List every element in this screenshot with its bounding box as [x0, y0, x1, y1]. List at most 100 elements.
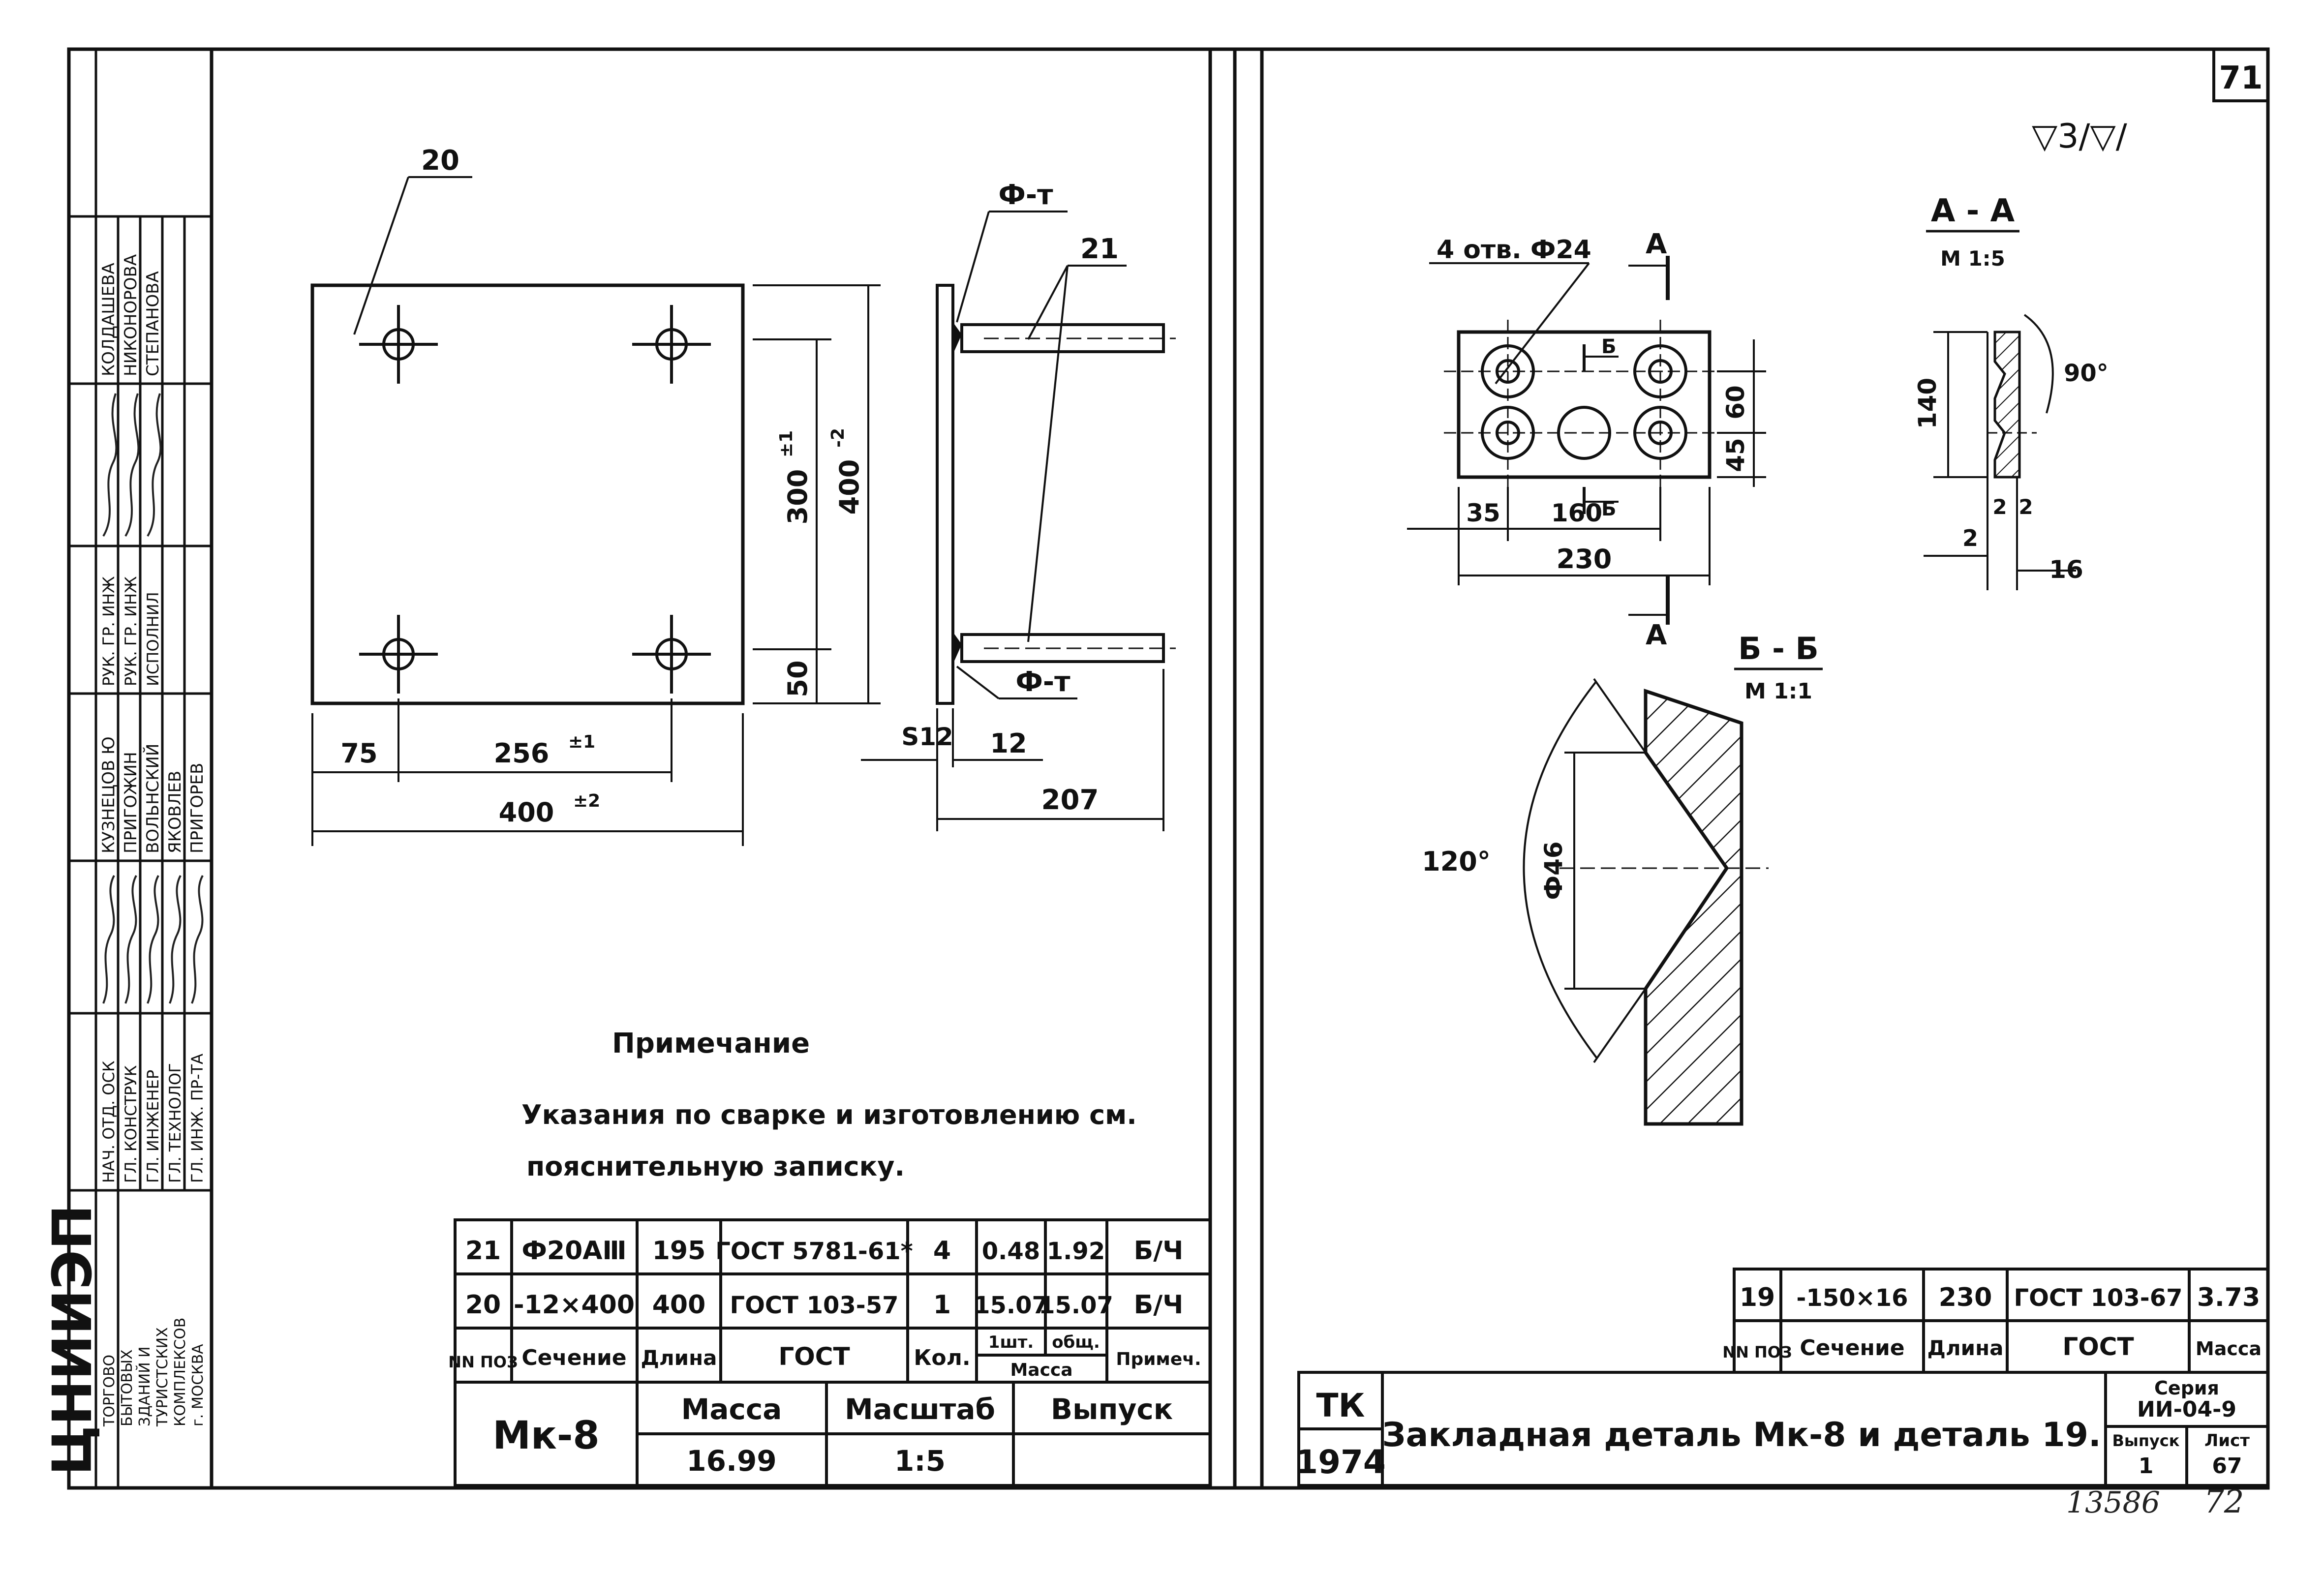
- svg-text:NN ПОЗ: NN ПОЗ: [1722, 1343, 1792, 1362]
- pos-20-label: 20: [421, 145, 459, 177]
- sheet-number: 71: [2219, 60, 2263, 96]
- note-line-1: Указания по сварке и изготовлению см.: [521, 1099, 1137, 1130]
- footer-page: 72: [2204, 1484, 2244, 1520]
- svg-text:19: 19: [1740, 1283, 1775, 1312]
- svg-text:-150×16: -150×16: [1796, 1284, 1908, 1312]
- org-line-1: ТОРГОВО: [101, 1355, 118, 1427]
- dim-207: 207: [1041, 784, 1099, 816]
- spec-table-left: [454, 1218, 1212, 1487]
- dim-160: 160: [1551, 499, 1602, 527]
- detail-19-plan: [1429, 256, 1724, 625]
- tb-year: 1974: [1295, 1443, 1386, 1481]
- svg-text:ГОСТ 103-67: ГОСТ 103-67: [2014, 1284, 2183, 1312]
- name-1: КУЗНЕЦОВ Ю: [99, 736, 119, 853]
- dim-400-h: 400: [834, 459, 865, 515]
- weld-label-top: Ф-т: [998, 179, 1053, 211]
- dim-35: 35: [1466, 499, 1500, 527]
- svg-text:195: 195: [652, 1236, 706, 1266]
- svg-text:Длина: Длина: [641, 1346, 717, 1370]
- svg-text:20: 20: [465, 1290, 501, 1320]
- name-3: ВОЛЬНСКИЙ: [143, 744, 163, 853]
- role-6: РУК. ГР. ИНЖ: [99, 576, 118, 686]
- bb-scale: М 1:1: [1744, 679, 1812, 704]
- note-line-2: пояснительную записку.: [526, 1151, 905, 1182]
- svg-text:общ.: общ.: [1052, 1332, 1100, 1352]
- role-7: РУК. ГР. ИНЖ: [122, 576, 140, 686]
- mass-value: 16.99: [686, 1444, 776, 1478]
- tb-issue-value: 1: [2139, 1453, 2154, 1479]
- dim-400-w: 400: [499, 797, 554, 828]
- tb-series-value: ИИ-04-9: [2137, 1397, 2236, 1422]
- signatures: [102, 393, 204, 1004]
- aa-title: А - А: [1931, 193, 2015, 229]
- svg-text:1.92: 1.92: [1047, 1238, 1105, 1265]
- svg-text:Масса: Масса: [1010, 1360, 1072, 1380]
- role-4: ГЛ. ТЕХНОЛОГ: [166, 1063, 184, 1183]
- name-8: СТЕПАНОВА: [143, 271, 163, 376]
- stud-symbol: [359, 305, 711, 694]
- footer-code: 13586: [2066, 1485, 2160, 1520]
- issue-label: Выпуск: [1051, 1392, 1173, 1426]
- svg-text:0.48: 0.48: [982, 1238, 1040, 1265]
- aa-dim-2c: 2: [1962, 525, 1978, 551]
- svg-text:Сечение: Сечение: [521, 1345, 626, 1370]
- bb-dim-46: Ф46: [1539, 841, 1568, 900]
- dim-12: 12: [990, 728, 1027, 759]
- dim-75: 75: [340, 738, 377, 769]
- section-a-top: А: [1646, 228, 1667, 260]
- roughness-symbol: ▽3/▽/: [2032, 117, 2127, 156]
- pos-21-label: 21: [1080, 233, 1119, 265]
- role-8: ИСПОЛНИЛ: [144, 592, 162, 686]
- svg-text:400: 400: [652, 1290, 706, 1320]
- dim-400-w-tol: ±2: [573, 791, 600, 811]
- org-line-5: КОМПЛЕКСОВ: [172, 1318, 189, 1426]
- plate-side-view: [936, 211, 1176, 705]
- tb-sheet-value: 67: [2212, 1453, 2242, 1479]
- tb-issue-label: Выпуск: [2112, 1431, 2180, 1450]
- dim-300: 300: [782, 469, 813, 525]
- svg-text:230: 230: [1939, 1283, 1992, 1312]
- spec-right-row-19: 19 -150×16 230 ГОСТ 103-67 3.73: [1740, 1283, 2260, 1312]
- mark-mk8: Мк-8: [492, 1414, 599, 1458]
- title-block: [1297, 1371, 2269, 1487]
- tb-sheet-label: Лист: [2204, 1431, 2250, 1451]
- plate-dims-horizontal: [311, 698, 744, 846]
- org-line-4: ТУРИСТСКИХ: [154, 1327, 171, 1427]
- aa-dim-90: 90°: [2064, 360, 2109, 387]
- svg-text:Б/Ч: Б/Ч: [1134, 1236, 1184, 1266]
- svg-text:Ф20АⅢ: Ф20АⅢ: [521, 1236, 626, 1266]
- aa-dim-140: 140: [1913, 378, 1942, 429]
- role-1: НАЧ. ОТД. ОСК: [99, 1060, 118, 1183]
- left-stamp: ЦНИИЭП ТОРГОВО БЫТОВЫХ ЗДАНИЙ И ТУРИСТСК…: [41, 49, 212, 1488]
- role-5: ГЛ. ИНЖ. ПР-ТА: [188, 1054, 207, 1183]
- svg-text:Примеч.: Примеч.: [1116, 1349, 1201, 1369]
- name-6: КОЛДАШЕВА: [99, 263, 119, 376]
- role-3: ГЛ. ИНЖЕНЕР: [144, 1070, 162, 1183]
- dim-230: 230: [1557, 544, 1612, 575]
- aa-dim-16: 16: [2049, 555, 2083, 584]
- svg-text:1шт.: 1шт.: [988, 1332, 1034, 1352]
- dim-50: 50: [782, 660, 813, 697]
- svg-text:21: 21: [465, 1236, 501, 1266]
- dim-s12: S12: [901, 723, 953, 751]
- section-b-top: Б: [1601, 335, 1617, 358]
- svg-text:ГОСТ: ГОСТ: [2062, 1332, 2134, 1361]
- holes-label: 4 отв. Ф24: [1437, 235, 1591, 265]
- svg-text:1: 1: [933, 1290, 951, 1320]
- dim-256-tol: ±1: [568, 732, 595, 752]
- dim-300-tol: ±1: [776, 430, 796, 457]
- svg-text:Б/Ч: Б/Ч: [1134, 1290, 1184, 1320]
- org-line-3: ЗДАНИЙ И: [136, 1346, 153, 1426]
- role-2: ГЛ. КОНСТРУК: [122, 1065, 140, 1183]
- side-view-dims: [861, 669, 1164, 831]
- svg-text:4: 4: [933, 1236, 951, 1266]
- section-a-bottom: А: [1646, 619, 1667, 651]
- org-logo: ЦНИИЭП: [41, 1205, 104, 1476]
- scale-value: 1:5: [894, 1444, 946, 1478]
- svg-text:-12×400: -12×400: [514, 1290, 635, 1320]
- spec-left-row-21: 21 Ф20АⅢ 195 ГОСТ 5781-61* 4 0.48 1.92 Б…: [465, 1236, 1184, 1266]
- dim-45: 45: [1721, 438, 1750, 472]
- section-aa: [1924, 314, 2076, 590]
- tb-org: ТК: [1316, 1387, 1365, 1424]
- plate-front-view: 20: [310, 145, 745, 705]
